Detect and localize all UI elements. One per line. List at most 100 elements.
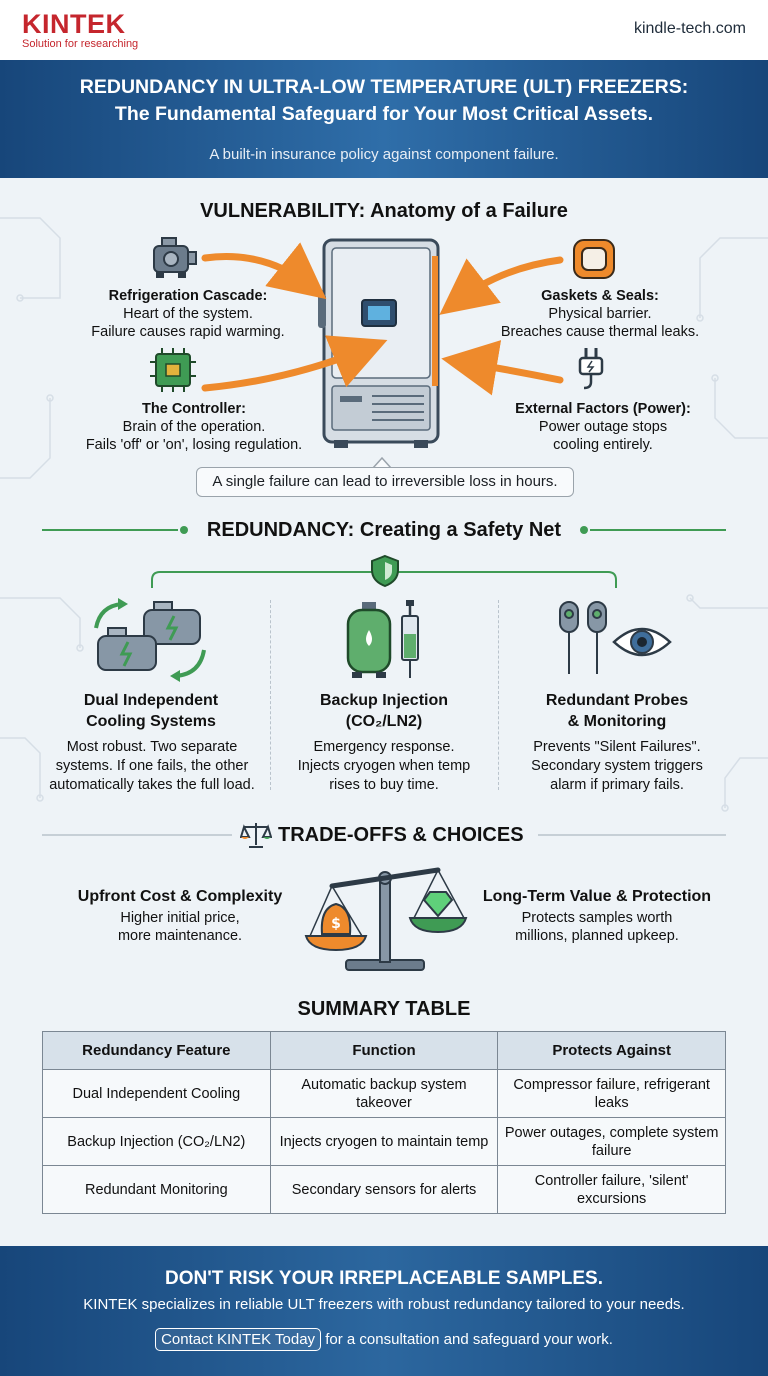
table-cell: Backup Injection (CO₂/LN2) [42, 1117, 271, 1166]
long-term-value-line2: millions, planned upkeep. [515, 928, 679, 944]
long-term-value-title: Long-Term Value & Protection [482, 888, 712, 905]
table-row: Dual Independent Cooling Automatic backu… [42, 1069, 726, 1118]
external-factors-line2: cooling entirely. [553, 437, 653, 453]
table-cell: Secondary sensors for alerts [269, 1165, 499, 1214]
cta-text: KINTEK specializes in reliable ULT freez… [83, 1296, 685, 1313]
svg-text:$: $ [331, 916, 341, 932]
long-term-value-line1: Protects samples worth [521, 910, 673, 926]
refrigeration-cascade-label: Refrigeration Cascade: Heart of the syst… [70, 287, 306, 341]
table-cell: Power outages, complete system failure [497, 1117, 726, 1166]
gasket-icon [573, 239, 615, 279]
long-term-value-label: Long-Term Value & Protection Protects sa… [470, 888, 724, 945]
chip-icon [150, 348, 196, 392]
plug-icon [578, 348, 604, 390]
failure-callout: A single failure can lead to irreversibl… [196, 467, 574, 497]
dual-compressor-icon [94, 598, 206, 682]
upfront-cost-line1: Higher initial price, [120, 910, 240, 926]
controller-line2: Fails 'off' or 'on', losing regulation. [85, 437, 303, 453]
contact-kintek-button[interactable]: Contact KINTEK Today [155, 1328, 322, 1351]
redundancy-title: REDUNDANCY: Creating a Safety Net [206, 519, 562, 541]
table-row: Backup Injection (CO₂/LN2) Injects cryog… [42, 1117, 726, 1166]
hero-subtitle: A built-in insurance policy against comp… [209, 146, 559, 163]
upfront-cost-title: Upfront Cost & Complexity [77, 888, 283, 905]
table-cell: Compressor failure, refrigerant leaks [497, 1069, 726, 1118]
shield-icon [371, 554, 399, 588]
hero-title: REDUNDANCY IN ULTRA-LOW TEMPERATURE (ULT… [0, 74, 768, 128]
backup-injection-title: Backup Injection (CO₂/LN2) [276, 690, 492, 732]
tank-syringe-icon [346, 600, 419, 678]
gaskets-seals-line2: Breaches cause thermal leaks. [500, 324, 700, 340]
column-divider-1 [270, 600, 271, 790]
external-factors-label: External Factors (Power): Power outage s… [488, 400, 718, 454]
controller-label: The Controller: Brain of the operation. … [76, 400, 312, 454]
redundant-probes-desc-line1: Prevents "Silent Failures". [533, 739, 701, 755]
logo-name: KINTEK [22, 9, 126, 39]
table-cell: Redundant Monitoring [42, 1165, 271, 1214]
dual-cooling-title: Dual Independent Cooling Systems [40, 690, 262, 732]
table-header: Redundancy Feature [42, 1031, 271, 1070]
cta-after-button: for a consultation and safeguard your wo… [321, 1331, 613, 1348]
dual-cooling-desc-line3: automatically takes the full load. [49, 777, 255, 793]
dual-cooling-title-line1: Dual Independent [83, 692, 219, 709]
external-factors-line1: Power outage stops [538, 419, 668, 435]
backup-injection-title-line1: Backup Injection [319, 692, 449, 709]
redundant-probes-title: Redundant Probes & Monitoring [506, 690, 728, 732]
gaskets-seals-title: Gaskets & Seals: [541, 288, 659, 304]
summary-title: SUMMARY TABLE [297, 998, 471, 1020]
cta-row: Contact KINTEK Today for a consultation … [0, 1328, 768, 1351]
balance-scale-illustration: $ [304, 867, 468, 971]
tradeoffs-divider [42, 834, 726, 836]
hero-banner: REDUNDANCY IN ULTRA-LOW TEMPERATURE (ULT… [0, 60, 768, 178]
summary-table: Redundancy Feature Function Protects Aga… [42, 1031, 726, 1214]
backup-injection-description: Emergency response. Injects cryogen when… [276, 738, 492, 795]
scale-icon [240, 823, 272, 848]
vulnerability-title: VULNERABILITY: Anatomy of a Failure [200, 200, 568, 222]
refrigeration-cascade-line2: Failure causes rapid warming. [91, 324, 285, 340]
cta-title: DON'T RISK YOUR IRREPLACEABLE SAMPLES. [164, 1268, 604, 1289]
column-divider-2 [498, 600, 499, 790]
refrigeration-cascade-line1: Heart of the system. [123, 306, 253, 322]
redundant-probes-title-line1: Redundant Probes [545, 692, 689, 709]
redundant-probes-desc-line3: alarm if primary fails. [550, 777, 684, 793]
top-bar: KINTEK Solution for researching kindle-t… [0, 0, 768, 60]
logo-tagline: Solution for researching [22, 38, 139, 50]
gaskets-seals-line1: Physical barrier. [548, 306, 652, 322]
backup-injection-title-line2: (CO₂/LN2) [345, 713, 423, 730]
cta-footer: DON'T RISK YOUR IRREPLACEABLE SAMPLES. K… [0, 1246, 768, 1376]
table-cell: Automatic backup system takeover [269, 1069, 499, 1118]
table-cell: Dual Independent Cooling [42, 1069, 271, 1118]
controller-title: The Controller: [142, 401, 246, 417]
probes-eye-icon [559, 601, 672, 674]
compressor-icon [153, 237, 197, 278]
table-cell: Controller failure, 'silent' excursions [497, 1165, 726, 1214]
kintek-logo[interactable]: KINTEK Solution for researching [22, 10, 138, 51]
failure-arrows [201, 242, 564, 396]
backup-injection-desc-line2: Injects cryogen when temp [297, 758, 471, 774]
external-factors-title: External Factors (Power): [515, 401, 691, 417]
site-url[interactable]: kindle-tech.com [633, 20, 746, 37]
dual-cooling-desc-line2: systems. If one fails, the other [55, 758, 249, 774]
table-header: Protects Against [497, 1031, 726, 1070]
upfront-cost-label: Upfront Cost & Complexity Higher initial… [58, 888, 302, 945]
refrigeration-cascade-title: Refrigeration Cascade: [108, 288, 268, 304]
backup-injection-desc-line1: Emergency response. [313, 739, 455, 755]
tradeoffs-title: TRADE-OFFS & CHOICES [278, 824, 524, 846]
hero-title-line1: REDUNDANCY IN ULTRA-LOW TEMPERATURE (ULT… [79, 76, 689, 98]
dual-cooling-title-line2: Cooling Systems [86, 713, 216, 730]
redundant-probes-desc-line2: Secondary system triggers [531, 758, 703, 774]
hero-title-line2: The Fundamental Safeguard for Your Most … [114, 103, 654, 125]
redundant-probes-title-line2: & Monitoring [567, 713, 667, 730]
circuit-background [0, 217, 768, 812]
upfront-cost-line2: more maintenance. [117, 928, 243, 944]
dual-cooling-desc-line1: Most robust. Two separate [66, 739, 238, 755]
table-header: Function [269, 1031, 499, 1070]
redundant-probes-description: Prevents "Silent Failures". Secondary sy… [506, 738, 728, 795]
backup-injection-desc-line3: rises to buy time. [329, 777, 439, 793]
table-cell: Injects cryogen to maintain temp [269, 1117, 499, 1166]
table-header-row: Redundancy Feature Function Protects Aga… [42, 1031, 726, 1070]
callout-pointer [372, 456, 392, 469]
table-row: Redundant Monitoring Secondary sensors f… [42, 1165, 726, 1214]
controller-line1: Brain of the operation. [122, 419, 266, 435]
dual-cooling-description: Most robust. Two separate systems. If on… [38, 738, 266, 795]
gaskets-seals-label: Gaskets & Seals: Physical barrier. Breac… [480, 287, 720, 341]
